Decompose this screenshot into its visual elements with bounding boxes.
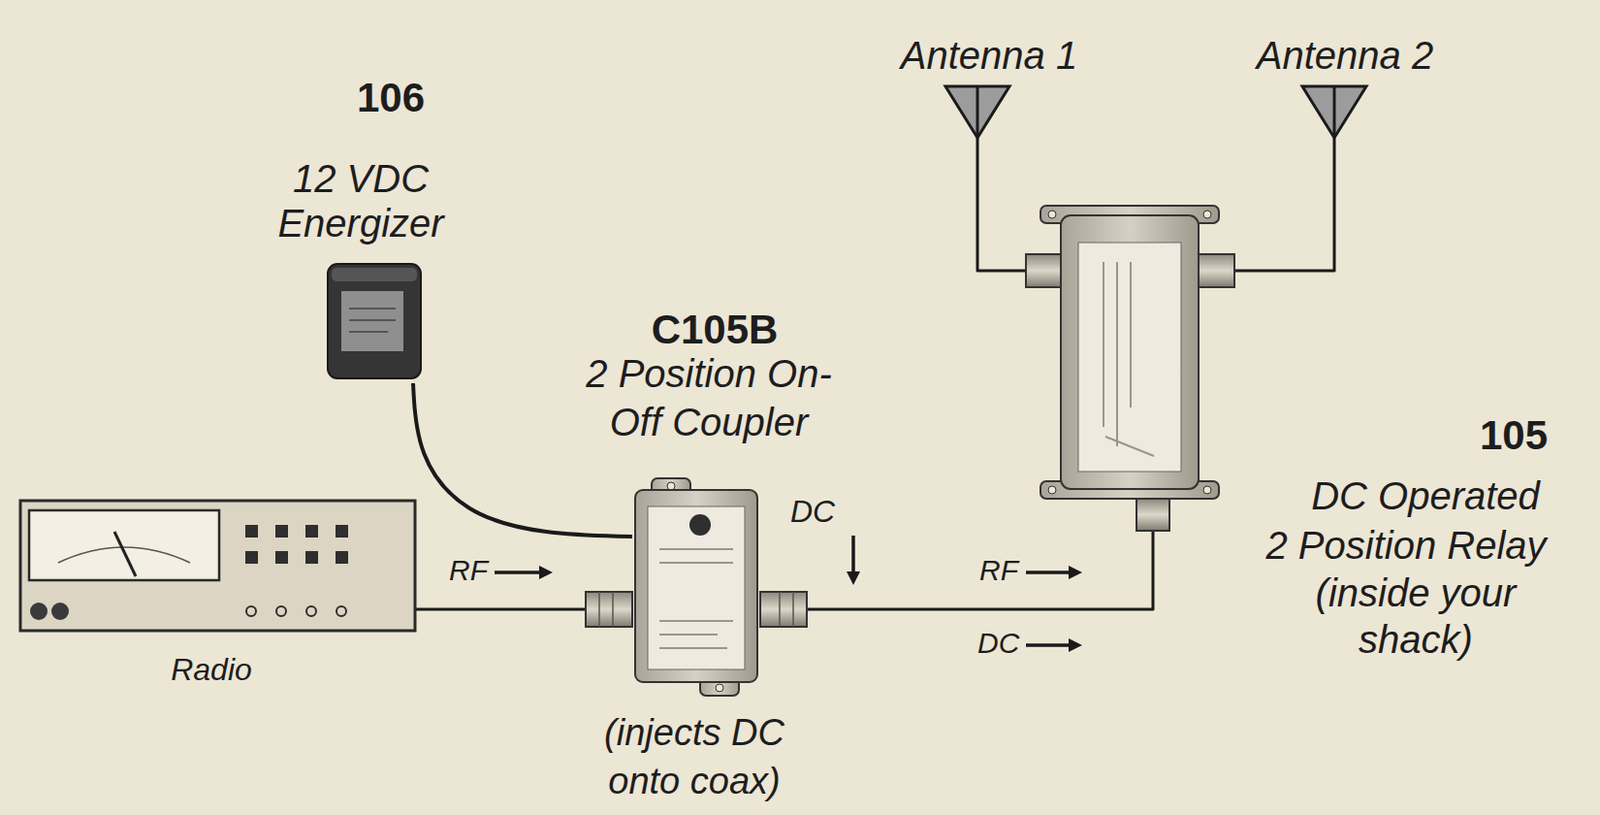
device-number: 106 [356,75,425,121]
signal-label: DC [977,625,1020,661]
device-label: Radio [170,649,253,689]
device-label: (injects DC onto coax) [582,707,806,805]
signal-label: RF [979,552,1019,588]
relay-node: 105DC Operated2 Position Relay(inside yo… [1060,203,1199,501]
energizer-illustration [327,263,421,379]
power-cord [413,383,633,537]
antenna-symbol [1302,86,1367,138]
device-label: Antenna 1 [900,32,1078,78]
relay-illustration [1025,205,1235,531]
radio-node: Radio [20,500,416,631]
antenna-feed [977,137,1061,271]
device-label: 2 Position On-Off Coupler [568,349,850,447]
antenna-node: Antenna 2 [1302,86,1367,138]
radio-illustration [20,500,416,631]
device-label: 2 Position Relay [1265,520,1546,570]
antenna-symbol [945,86,1010,138]
antenna-feed [1198,137,1335,271]
device-number: 105 [1479,413,1548,458]
coupler-node: C105B2 Position On-Off Coupler(injects D… [632,480,761,694]
device-label: Antenna 2 [1256,32,1434,78]
energizer-node: 10612 VDC Energizer [324,259,424,384]
signal-label: DC [790,492,835,530]
device-label: 12 VDC Energizer [244,156,478,246]
antenna-node: Antenna 1 [945,86,1010,138]
device-label: DC Operated [1311,471,1540,520]
signal-label: RF [448,552,488,588]
device-label: (inside your shack) [1270,569,1562,663]
device-number: C105B [651,307,779,352]
coupler-illustration [585,478,807,696]
